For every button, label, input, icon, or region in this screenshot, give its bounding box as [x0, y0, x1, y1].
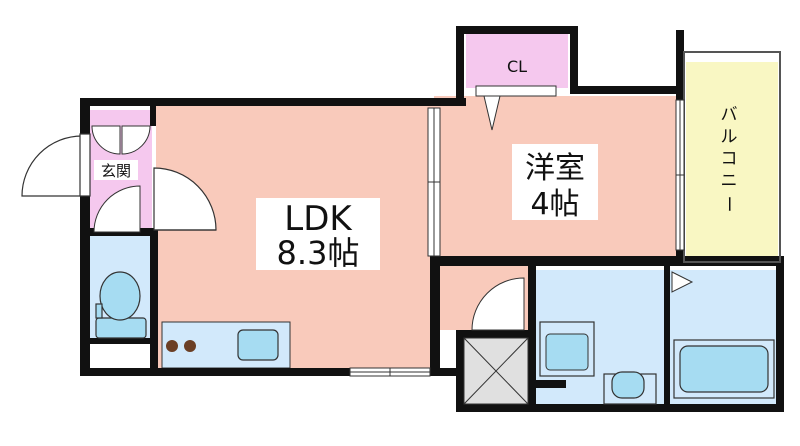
entrance-label: 玄関	[101, 162, 131, 180]
window-ldk-bottom	[349, 367, 431, 377]
stove-icon	[166, 340, 196, 352]
washroom-door	[471, 277, 525, 331]
entrance-storage-doors	[91, 125, 151, 155]
bathroom-door	[671, 271, 694, 293]
svg-text:ー: ー	[718, 196, 738, 213]
svg-text:コ: コ	[721, 149, 738, 169]
closet-label: CL	[507, 57, 527, 76]
refrigerator-space	[463, 337, 529, 405]
balcony-label: バ ル コ ニ ー	[718, 105, 738, 213]
svg-text:ル: ル	[721, 127, 738, 147]
closet-door	[475, 85, 557, 131]
entrance-floor	[90, 110, 152, 124]
closet-floor	[466, 34, 568, 88]
western-room-label: 洋室	[525, 151, 585, 186]
sliding-partition	[427, 107, 441, 257]
toilet-door	[93, 185, 141, 233]
svg-text:バ: バ	[721, 105, 738, 125]
balcony-floor	[686, 62, 778, 260]
front-door	[21, 133, 91, 197]
window-western-right	[675, 99, 685, 251]
western-label-bg	[512, 144, 598, 220]
wash-basin-icon	[603, 371, 657, 405]
entrance-label-bg	[94, 160, 138, 180]
toilet-icon	[95, 271, 147, 339]
ldk-door	[153, 167, 217, 231]
ldk-label: LDK	[284, 199, 353, 239]
washing-machine-space	[539, 321, 595, 377]
western-room-size-label: 4帖	[530, 187, 579, 222]
kitchen-sink-icon	[237, 329, 279, 361]
ldk-size-label: 8.3帖	[277, 234, 360, 272]
ldk-label-bg	[256, 198, 380, 270]
svg-text:ニ: ニ	[721, 171, 738, 191]
bathtub-icon	[673, 339, 775, 399]
